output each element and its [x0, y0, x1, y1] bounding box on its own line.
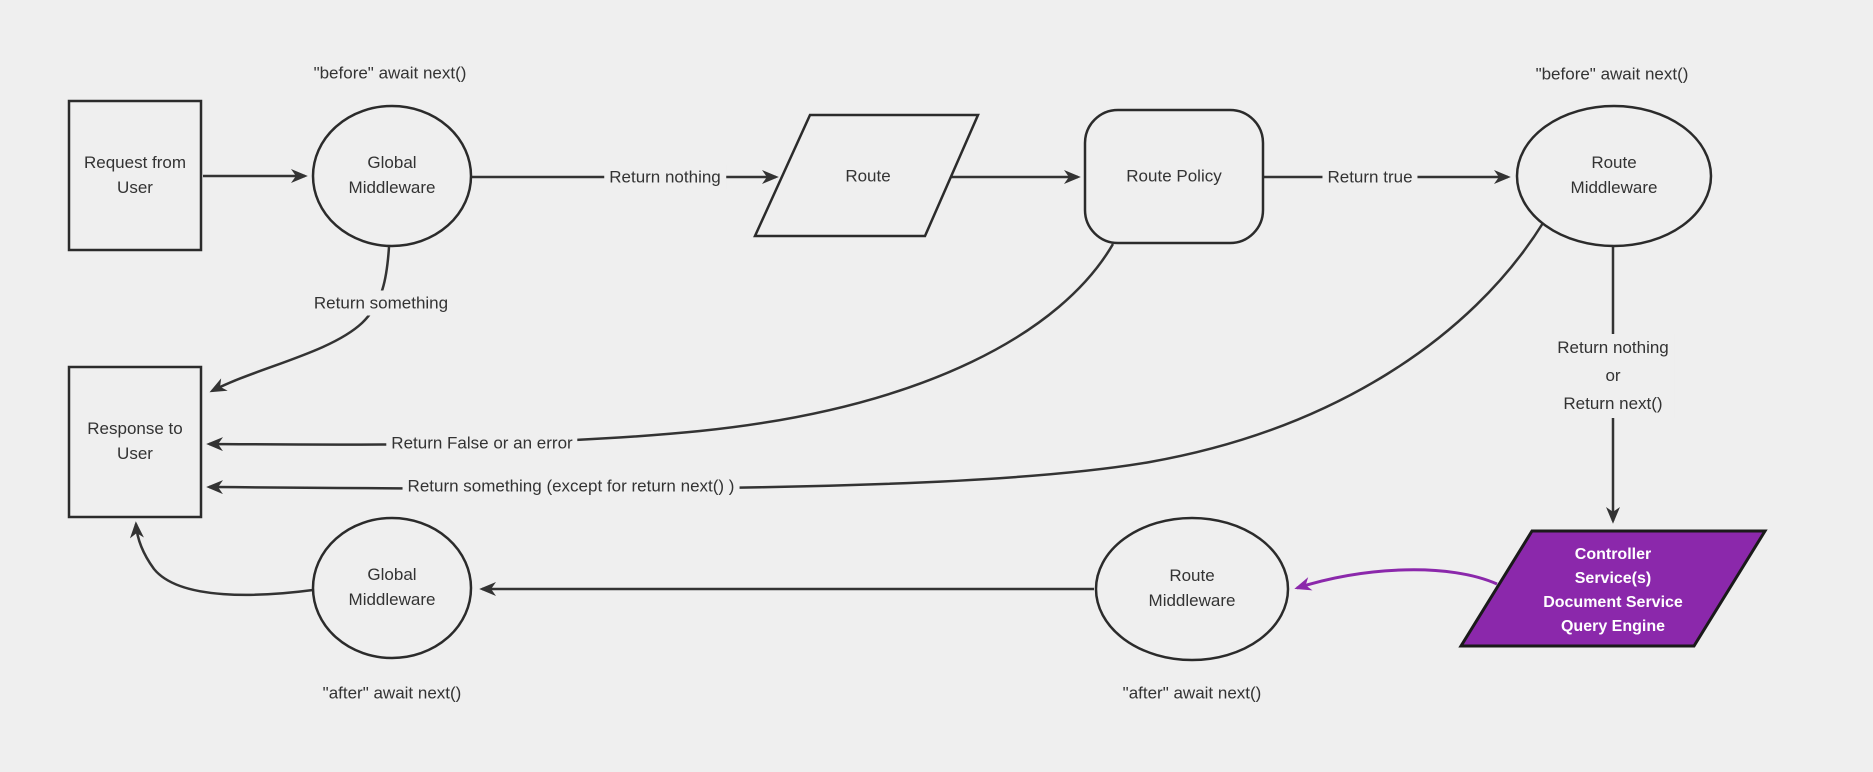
- global-middleware-after-label: Global Middleware: [348, 565, 436, 609]
- edge-controller-to-route-middleware-after: [1294, 568, 1498, 591]
- edge-route-policy-to-response: [206, 243, 1115, 452]
- return-false-edge-label: Return False or an error: [386, 430, 578, 456]
- edge-global-middleware-after-to-response: [129, 521, 314, 597]
- return-something-except-edge-label: Return something (except for return next…: [402, 473, 740, 499]
- node-controller-parallelogram: [1458, 529, 1768, 648]
- return-nothing-edge-label: Return nothing: [604, 164, 726, 190]
- node-response-box: [67, 365, 203, 519]
- response-node-label: Response to User: [87, 419, 183, 463]
- before-await-label-route: "before" await next(): [1535, 64, 1689, 84]
- route-middleware-after-label: Route Middleware: [1148, 566, 1236, 610]
- node-global-middleware-after: [311, 516, 473, 660]
- node-route-middleware-after: [1094, 516, 1290, 662]
- node-route-parallelogram: [753, 113, 980, 238]
- after-await-label-route: "after" await next(): [1122, 683, 1262, 703]
- controller-node-label: Controller Service(s) Document Service Q…: [1543, 546, 1683, 635]
- return-true-edge-label: Return true: [1322, 164, 1418, 190]
- route-policy-node-label: Route Policy: [1126, 166, 1222, 186]
- route-middleware-before-label: Route Middleware: [1570, 153, 1658, 197]
- return-something-edge-label: Return something: [308, 290, 454, 316]
- node-request-box: [67, 99, 203, 252]
- node-route-policy-box: [1083, 108, 1265, 245]
- edge-global-middleware-to-response: [209, 246, 391, 393]
- global-middleware-before-label: Global Middleware: [348, 153, 436, 197]
- route-node-label: Route: [845, 166, 891, 186]
- after-await-label-global: "after" await next(): [322, 683, 462, 703]
- request-node-label: Request from User: [83, 153, 187, 197]
- return-nothing-or-next-edge-label: Return nothing or Return next(): [1552, 334, 1674, 418]
- node-route-middleware-before: [1515, 104, 1713, 248]
- node-global-middleware-before: [311, 104, 473, 248]
- before-await-label-global: "before" await next(): [313, 63, 467, 83]
